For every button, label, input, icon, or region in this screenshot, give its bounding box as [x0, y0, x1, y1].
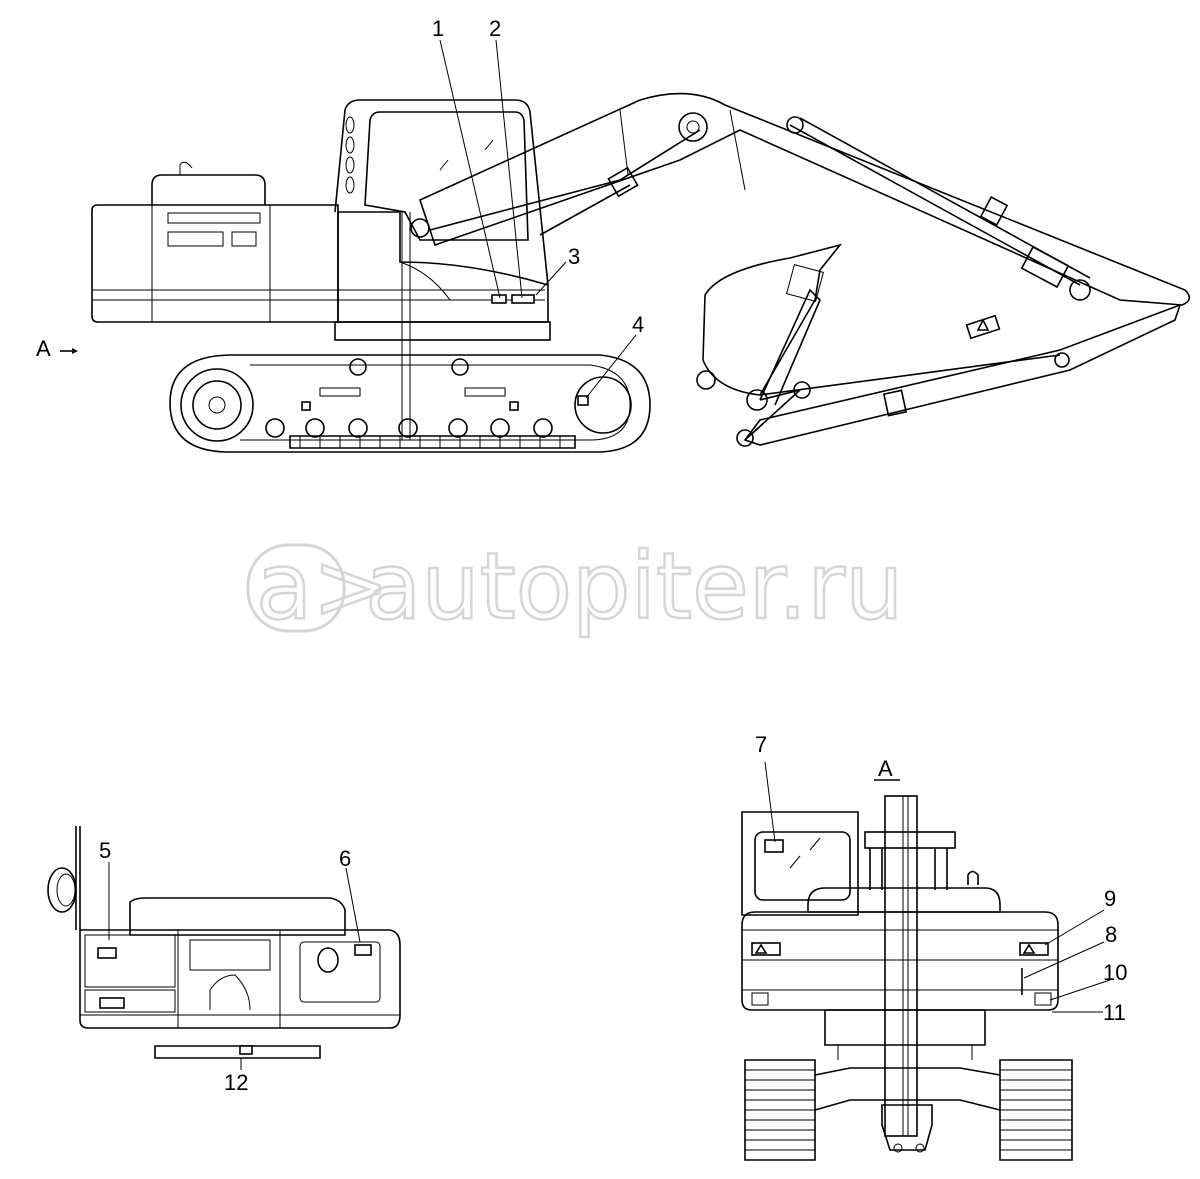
watermark-logo: a> [256, 533, 389, 640]
callout-1: 1 [432, 16, 444, 41]
callout-5: 5 [99, 838, 111, 863]
section-a-label: A [878, 756, 893, 781]
watermark-text: autopiter.ru [365, 533, 903, 640]
watermark: a> autopiter.ru [246, 532, 905, 641]
front-view-a: A [741, 756, 1111, 1161]
callout-7: 7 [755, 732, 767, 757]
callout-8: 8 [1105, 922, 1117, 947]
callout-4: 4 [632, 312, 644, 337]
side-view-excavator: A [36, 39, 1191, 453]
callout-6: 6 [339, 846, 351, 871]
rear-view-upper [47, 826, 401, 1070]
callout-11: 11 [1103, 1000, 1126, 1025]
callout-10: 10 [1103, 960, 1127, 985]
callout-3: 3 [568, 244, 580, 269]
callout-12: 12 [224, 1070, 248, 1095]
callout-9: 9 [1104, 886, 1116, 911]
callout-2: 2 [489, 16, 501, 41]
view-arrow-label: A [36, 336, 51, 361]
